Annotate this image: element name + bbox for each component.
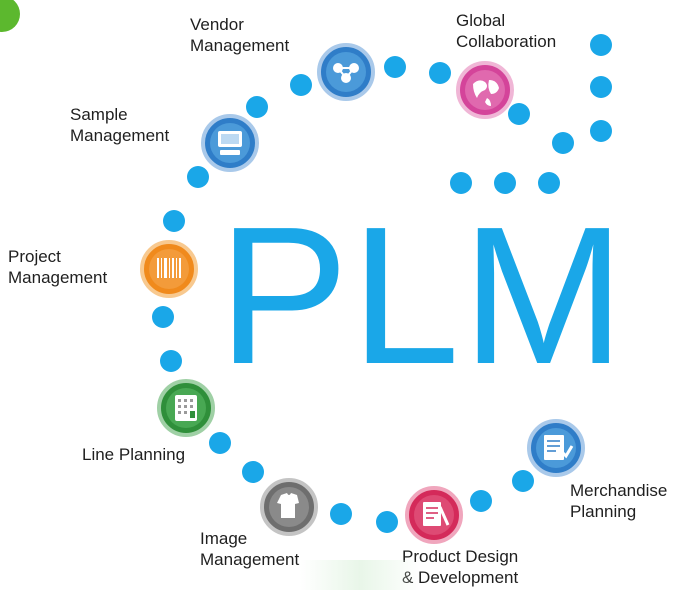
document-pen-icon (405, 486, 463, 544)
dot (429, 62, 451, 84)
label-vendor-management: Vendor Management (190, 15, 290, 55)
dot (590, 76, 612, 98)
network-people-icon (317, 43, 375, 101)
label-sample-management: Sample Management (70, 105, 170, 145)
label-merchandise-planning: Merchandise Planning (570, 481, 668, 521)
dot (290, 74, 312, 96)
dot (330, 503, 352, 525)
globe-icon (456, 61, 514, 119)
dot (384, 56, 406, 78)
dot (242, 461, 264, 483)
checklist-icon (527, 419, 585, 477)
clothing-icon (260, 478, 318, 536)
computer-icon (201, 114, 259, 172)
dot (160, 350, 182, 372)
label-image-management: Image Management (200, 529, 300, 569)
dot (163, 210, 185, 232)
dot (187, 166, 209, 188)
label-project-management: Project Management (8, 247, 108, 287)
label-global-collaboration: Global Collaboration (456, 11, 557, 51)
dot (246, 96, 268, 118)
label-line-planning: Line Planning (82, 445, 186, 464)
dot (590, 34, 612, 56)
bottom-fade (300, 560, 420, 590)
green-corner-circle (0, 0, 20, 32)
calendar-icon (157, 379, 215, 437)
dot (508, 103, 530, 125)
dot (376, 511, 398, 533)
dot (450, 172, 472, 194)
dot (209, 432, 231, 454)
dot (152, 306, 174, 328)
dot (494, 172, 516, 194)
dot (552, 132, 574, 154)
plm-title: PLM (218, 186, 628, 405)
dot (538, 172, 560, 194)
dot (512, 470, 534, 492)
barcode-icon (140, 240, 198, 298)
dot (470, 490, 492, 512)
dot (590, 120, 612, 142)
